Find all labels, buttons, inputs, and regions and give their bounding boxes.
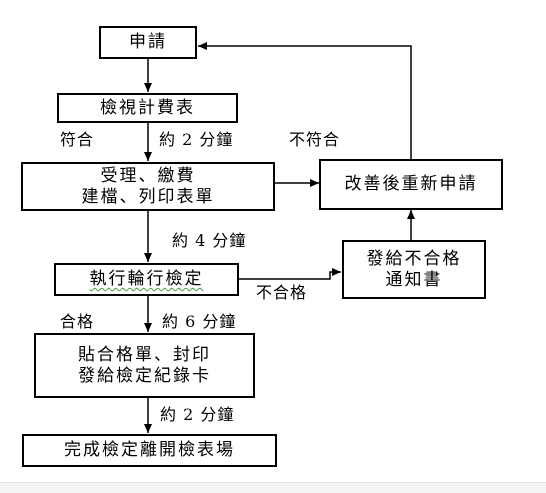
bottom-scroll-strip <box>0 482 546 493</box>
arrow-reapply-to-apply <box>198 42 412 159</box>
box-apply: 申請 <box>99 26 197 59</box>
box-accept: 受理、繳費 建檔、列印表單 <box>21 162 275 211</box>
label-time-2min-b: 約 2 分鐘 <box>160 405 235 424</box>
label-time-6min: 約 6 分鐘 <box>162 312 237 331</box>
label-not-pass: 不合格 <box>256 283 308 302</box>
flowchart-connectors <box>144 42 415 433</box>
box-fail-notice: 發給不合格 通知書 <box>342 240 486 299</box>
box-finish: 完成檢定離開檢表場 <box>22 434 277 467</box>
label-time-2min-a: 約 2 分鐘 <box>159 130 234 149</box>
box-pass-card: 貼合格單、封印 發給檢定紀錄卡 <box>34 333 255 398</box>
arrow-inspect-to-fail-notice <box>239 268 341 280</box>
box-inspect-text: 執行輪行檢定 <box>89 269 204 289</box>
box-review: 檢視計費表 <box>57 93 238 123</box>
box-inspect: 執行輪行檢定 <box>54 263 239 296</box>
box-reapply: 改善後重新申請 <box>319 159 503 210</box>
label-time-4min: 約 4 分鐘 <box>172 231 247 250</box>
label-conform: 符合 <box>60 130 95 149</box>
label-not-conform: 不符合 <box>289 130 341 149</box>
label-pass: 合格 <box>60 312 95 331</box>
